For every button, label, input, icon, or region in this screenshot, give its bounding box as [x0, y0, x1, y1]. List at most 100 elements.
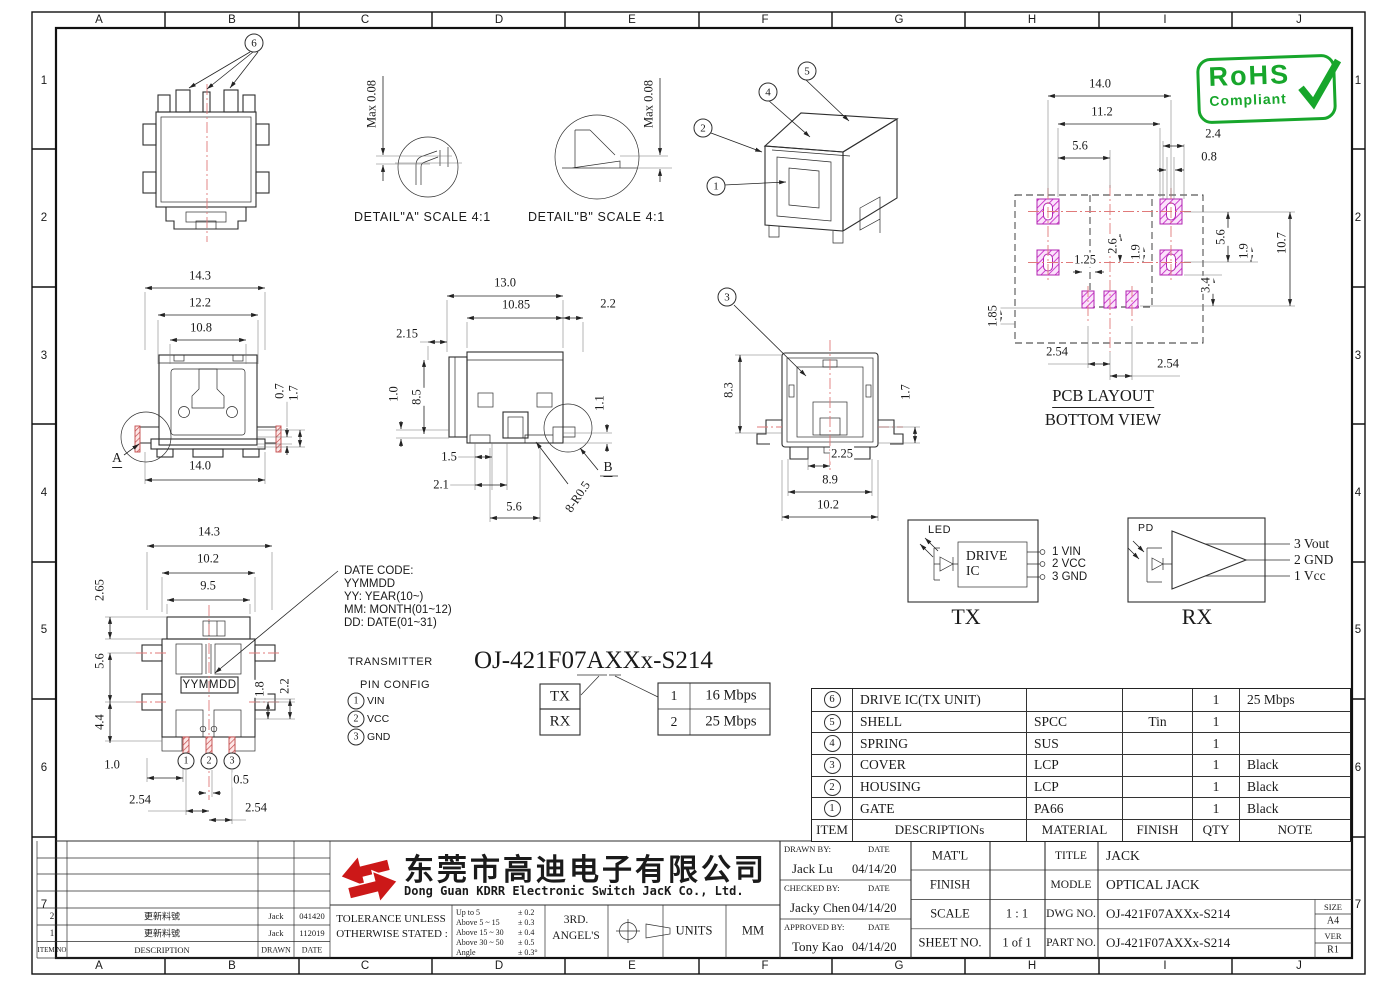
grid-col-label: A [95, 14, 103, 26]
company-logo [339, 854, 399, 904]
bom-item: 2 [812, 775, 852, 798]
bom-item-balloon: 2 [823, 778, 841, 796]
dim: 11.2 [1090, 104, 1114, 120]
bom-item: 6 [812, 689, 852, 711]
grid-col-label: D [494, 960, 504, 972]
balloon-1: 1 [706, 176, 726, 196]
scale-label: SCALE [930, 906, 970, 921]
size-label: SIZE [1324, 902, 1342, 912]
grid-row-label: 1 [1354, 75, 1362, 87]
ver-value: R1 [1327, 944, 1339, 956]
pin-config-title-2: PIN CONFIG [360, 679, 431, 691]
balloon-2: 2 [693, 118, 713, 138]
dim: 2.54 [1156, 356, 1180, 372]
bom-desc: HOUSING [852, 775, 1026, 798]
rev-no: 2 [49, 911, 55, 921]
rev-header: DESCRIPTION [134, 945, 190, 955]
grid-row-label: 3 [40, 350, 48, 362]
bom-material: LCP [1026, 775, 1122, 798]
pd-label: PD [1138, 522, 1154, 534]
bom-item-balloon: 6 [823, 691, 841, 709]
dim: 5.6 [92, 652, 108, 670]
rev-header: DATE [301, 945, 323, 955]
speed-value-1: 16 Mbps [705, 687, 757, 704]
rev-date: 041420 [299, 911, 325, 921]
dim: 1.5 [440, 449, 458, 465]
checked-by-label: CHECKED BY: [784, 883, 840, 893]
bom-qty: 1 [1192, 775, 1239, 798]
top-view-linework [142, 51, 270, 242]
dim: 2.2 [277, 677, 293, 695]
sheet-value: 1 of 1 [1002, 935, 1032, 950]
bom-finish [1122, 754, 1192, 776]
bom-desc: SHELL [852, 710, 1026, 733]
bom-material: SUS [1026, 732, 1122, 755]
pcb-caption-2: BOTTOM VIEW [1044, 410, 1162, 429]
bom-qty: 1 [1192, 710, 1239, 733]
pin-balloon-1: 1 [177, 752, 195, 770]
bom-qty: 1 [1192, 689, 1239, 711]
detail-b-tolerance: Max 0.08 [641, 79, 657, 129]
dim: 1.0 [386, 385, 402, 403]
drawn-by-label: DRAWN BY: [784, 844, 831, 854]
detail-ref-b: B [603, 459, 613, 477]
balloon-4: 4 [758, 82, 778, 102]
grid-col-label: A [95, 960, 103, 972]
grid-col-label: I [1163, 14, 1167, 26]
bom-header: ITEM [812, 819, 852, 841]
drive-ic-label-2: IC [966, 563, 980, 578]
detail-b-linework [554, 78, 672, 200]
tol-value: ± 0.3 [518, 918, 535, 927]
dim: 10.8 [189, 320, 213, 336]
bom-note [1239, 710, 1350, 733]
approved-by-value: Tony Kao [792, 939, 844, 954]
rev-header: ITEM NO [37, 946, 67, 954]
bom-qty: 1 [1192, 754, 1239, 776]
bom-finish [1122, 775, 1192, 798]
dim: 10.85 [500, 297, 532, 313]
dim: 2.54 [244, 800, 268, 816]
dim: 1.1 [592, 394, 608, 412]
tol-range: Above 5 ~ 15 [456, 918, 500, 927]
date-label: DATE [868, 922, 890, 932]
dim: 1.9 [1128, 243, 1144, 261]
bom-finish [1122, 797, 1192, 820]
bom-item: 3 [812, 754, 852, 776]
grid-col-label: C [360, 14, 370, 26]
rev-date: 112019 [299, 928, 325, 938]
speed-value-2: 25 Mbps [705, 713, 757, 730]
dim: 2.54 [1045, 344, 1069, 360]
tx-pin-1: 1 VIN [1052, 546, 1081, 558]
bom-material [1026, 689, 1122, 711]
speed-code-1: 1 [670, 688, 678, 703]
dim: 2.65 [92, 578, 108, 602]
bom-finish [1122, 689, 1192, 711]
sheet-frame [31, 11, 1366, 975]
pin-config-name-2: VCC [367, 713, 390, 725]
bom-note: Black [1239, 797, 1350, 820]
grid-row-label: 5 [40, 624, 48, 636]
dim: 1.7 [898, 383, 914, 401]
projection-label-2: ANGEL'S [552, 930, 600, 942]
date-label: DATE [868, 883, 890, 893]
grid-row-label: 7 [40, 899, 48, 911]
dim: 1.8 [252, 680, 268, 698]
bom-table: 6 DRIVE IC(TX UNIT) 1 25 Mbps 5 SHELL SP… [811, 688, 1351, 842]
dim: 10.2 [196, 551, 220, 567]
bom-header: DESCRIPTIONs [852, 819, 1026, 841]
dim: 4.4 [92, 713, 108, 731]
tx-pin-2: 2 VCC [1052, 558, 1086, 570]
bom-qty: 1 [1192, 732, 1239, 755]
tolerance-label-2: OTHERWISE STATED : [336, 928, 448, 940]
detail-a-tolerance: Max 0.08 [364, 79, 380, 129]
rev-desc: 更新料號 [143, 911, 181, 922]
grid-col-label: E [628, 960, 636, 972]
tx-diagram-linework [907, 519, 1046, 603]
rev-desc: 更新料號 [143, 928, 181, 939]
bom-desc: COVER [852, 754, 1026, 776]
bom-item-balloon: 4 [823, 735, 841, 753]
rev-drawn: Jack [268, 911, 284, 921]
checked-date-value: 04/14/20 [852, 901, 897, 915]
bottom-view-linework [105, 543, 339, 824]
